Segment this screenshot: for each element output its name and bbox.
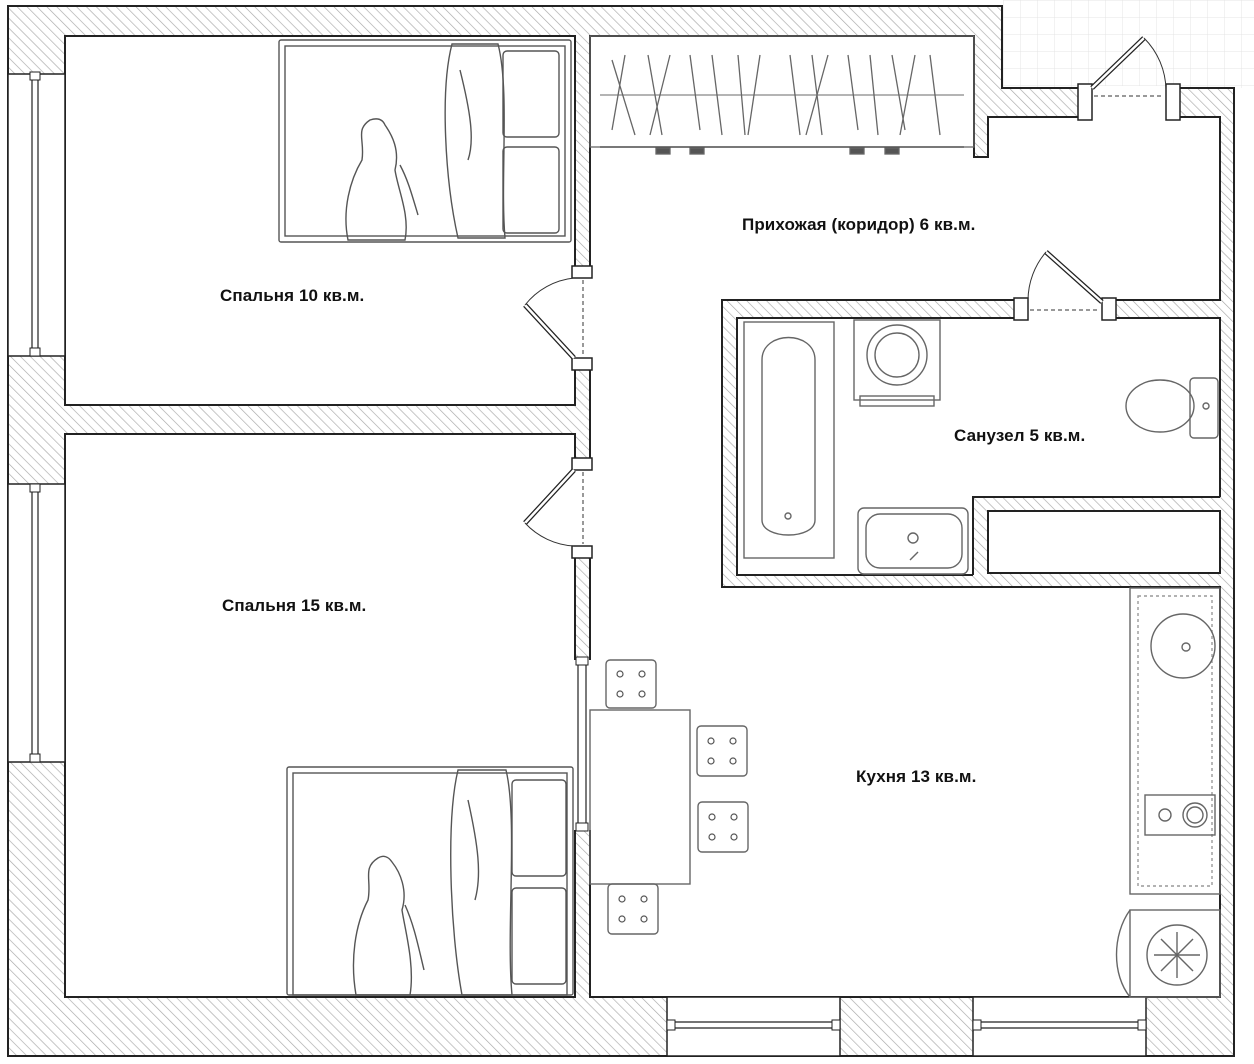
- opening-kitchen: [574, 656, 591, 832]
- door-bedroom-small: [523, 265, 593, 371]
- window-left-top: [7, 71, 66, 357]
- toilet: [1125, 377, 1219, 439]
- label-hallway: Прихожая (коридор) 6 кв.м.: [742, 215, 976, 234]
- door-bathroom: [1013, 250, 1117, 321]
- bed-large: [286, 766, 574, 996]
- washing-machine: [853, 319, 941, 407]
- wardrobe: [589, 35, 975, 155]
- window-left-bottom: [7, 483, 66, 763]
- label-bedroom-large: Спальня 15 кв.м.: [222, 596, 367, 615]
- fridge: [1115, 909, 1221, 998]
- bathtub: [743, 321, 835, 559]
- door-entrance: [1077, 36, 1181, 121]
- window-bottom-left: [666, 996, 841, 1057]
- label-bathroom: Санузел 5 кв.м.: [954, 426, 1086, 445]
- kitchen-counter: [1129, 587, 1221, 895]
- sink-bathroom: [857, 507, 969, 575]
- dining-table: [589, 659, 749, 935]
- door-bedroom-large: [523, 457, 593, 559]
- window-bottom-right: [972, 996, 1147, 1057]
- bed-small: [278, 39, 572, 243]
- walls: [7, 5, 1235, 1057]
- label-bedroom-small: Спальня 10 кв.м.: [220, 286, 365, 305]
- label-kitchen: Кухня 13 кв.м.: [856, 767, 977, 786]
- balcony-grid: [1003, 0, 1254, 88]
